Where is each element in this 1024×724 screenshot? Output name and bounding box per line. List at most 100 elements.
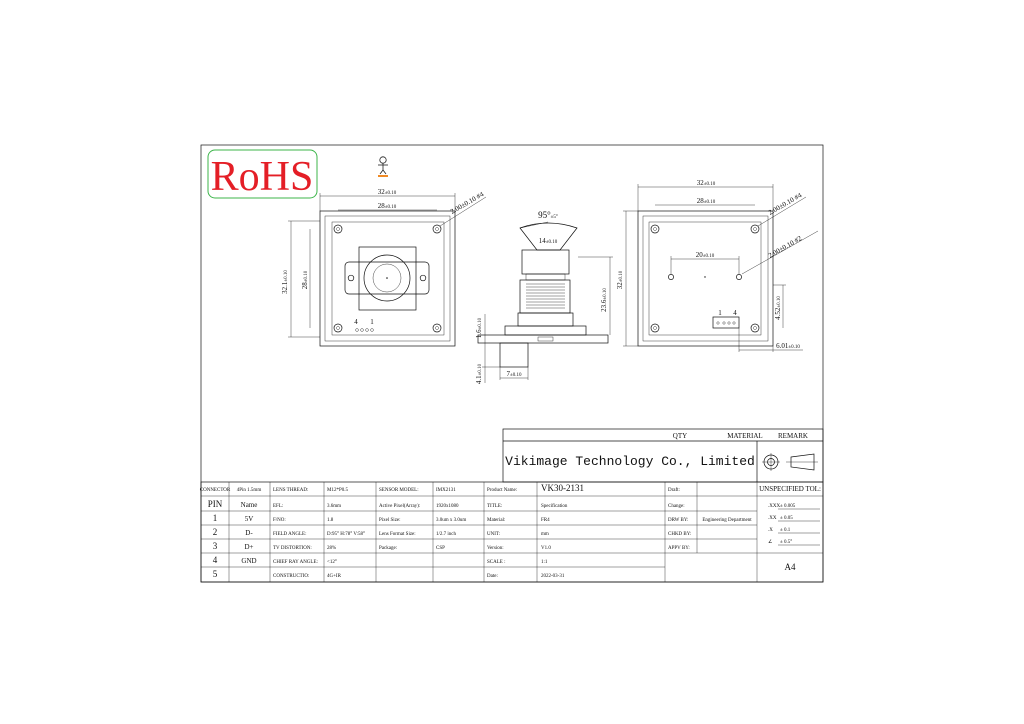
product-spec-label: SCALE :: [487, 560, 505, 565]
product-spec-label: Material:: [487, 518, 505, 523]
product-spec-label: Date:: [487, 574, 498, 579]
material-label: MATERIAL: [727, 432, 762, 440]
mascot-icon: [378, 156, 388, 177]
svg-text:7±0.10: 7±0.10: [507, 370, 522, 378]
pin-number: 5: [213, 569, 218, 579]
product-spec-value: VK30-2131: [541, 483, 584, 493]
lens-spec-label: EFL:: [273, 504, 283, 509]
side-lens-angle: 95°: [538, 210, 551, 220]
side-lens-dia-tol: ±0.10: [546, 240, 558, 245]
approval-label: DRW BY:: [668, 518, 688, 523]
back-hole2-callout: 2.00±0.10 #2: [767, 234, 804, 260]
side-width-tol: ±0.10: [510, 373, 522, 378]
side-view: 95°±5° 14±0.10 23.6±0.10 1.6±0.10 4.1±0.…: [475, 210, 613, 384]
side-height: 23.6: [600, 299, 608, 312]
side-bottom-tol: ±0.10: [478, 363, 483, 375]
side-height-tol: ±0.10: [603, 288, 608, 300]
paper-size: A4: [785, 562, 796, 572]
sensor-spec-label: Pixel Size:: [379, 518, 401, 523]
rohs-text: RoHS: [211, 154, 314, 200]
side-lens-angle-tol: ±5°: [551, 215, 558, 220]
lens-spec-label: F/NO:: [273, 518, 286, 523]
front-inner-tol: ±0.10: [385, 205, 397, 210]
rohs-logo: RoHS: [207, 149, 318, 200]
pin-name: 5V: [245, 515, 254, 523]
tolerance-label: .XX: [768, 516, 777, 521]
svg-text:28±0.10: 28±0.10: [301, 270, 309, 289]
svg-text:20±0.10: 20±0.10: [696, 251, 715, 259]
svg-text:32±0.10: 32±0.10: [378, 188, 397, 196]
product-spec-label: Version:: [487, 546, 504, 551]
product-spec-label: TITLE:: [487, 504, 502, 509]
svg-text:4.52±0.10: 4.52±0.10: [774, 296, 782, 320]
sensor-spec-value: 1/2.7 inch: [436, 532, 456, 537]
company-name: Vikimage Technology Co., Limited: [505, 454, 755, 469]
pin-number: 1: [213, 513, 218, 523]
connector-label: CONNECTOR: [200, 488, 231, 493]
projection-symbol-icon: [762, 453, 818, 471]
tolerance-value: ± 0.005: [780, 504, 796, 509]
lens-spec-label: TV DISTORTION:: [273, 546, 312, 551]
tolerance-label: ∠: [768, 539, 772, 545]
side-bottom: 4.1: [475, 375, 483, 384]
approval-value: Engineering Department: [702, 518, 752, 523]
back-conn-gap-tol: ±0.10: [777, 296, 782, 308]
front-left-inner-tol: ±0.10: [304, 270, 309, 282]
front-left-height: 32.1: [281, 281, 289, 294]
back-left-height: 32: [616, 282, 624, 290]
lens-spec-value: M12*P0.5: [327, 488, 348, 493]
lens-spec-label: LENS THREAD:: [273, 488, 308, 493]
approval-label: CHKD BY:: [668, 532, 691, 537]
back-top-width: 32: [697, 179, 705, 187]
front-pin-label-1: 1: [370, 318, 374, 326]
approval-label: Draft:: [668, 488, 680, 493]
back-pin-label-4: 4: [733, 309, 737, 317]
tolerance-label: .XXX: [768, 504, 780, 509]
back-left-tol: ±0.10: [619, 270, 624, 282]
back-pin-label-1: 1: [718, 309, 722, 317]
pin-number: 2: [213, 527, 218, 537]
front-hole-callout: 2.00±0.10 #4: [449, 190, 486, 216]
product-spec-value: 2022-03-31: [541, 574, 565, 579]
pin-number: 3: [213, 541, 218, 551]
back-top-tol: ±0.10: [704, 182, 716, 187]
back-view: 1 4 32±0.10 28±0.10 2.00±0.10 #4 2.00±0.…: [616, 179, 819, 352]
back-inner-tol: ±0.10: [704, 200, 716, 205]
front-left-tol: ±0.10: [284, 270, 289, 282]
pin-name: D+: [244, 543, 253, 551]
product-spec-value: 1:1: [541, 560, 548, 565]
back-conn-gap: 4.52: [774, 307, 782, 320]
product-spec-value: V1.0: [541, 546, 551, 551]
lens-spec-value: D:95° H:78° V:58°: [327, 532, 365, 537]
sensor-spec-value: CSP: [436, 546, 445, 551]
pin-name: GND: [241, 557, 256, 565]
name-header: Name: [241, 501, 258, 509]
lens-spec-value: 1.8: [327, 518, 334, 523]
sensor-spec-label: Lens Format Size:: [379, 532, 416, 537]
connector-value: 4Pin 1.5mm: [237, 488, 262, 493]
lens-spec-label: CHIEF RAY ANGLE:: [273, 560, 318, 565]
svg-text:32±0.10: 32±0.10: [616, 270, 624, 289]
product-spec-value: Specification: [541, 504, 568, 509]
back-mid-tol: ±0.10: [703, 254, 715, 259]
pin-number: 4: [213, 555, 218, 565]
tolerance-value: ± 0.05: [780, 516, 793, 521]
tolerance-value: ± 0.5°: [780, 540, 792, 545]
svg-text:14±0.10: 14±0.10: [539, 237, 558, 245]
back-hole-callout: 2.00±0.10 #4: [767, 191, 804, 217]
sensor-spec-label: SENSOR MODEL:: [379, 488, 419, 493]
approval-label: Change:: [668, 504, 685, 509]
title-block-header: QTY MATERIAL REMARK Vikimage Technology …: [502, 428, 824, 483]
side-lens-dia: 14: [539, 237, 547, 245]
tolerance-value: ± 0.1: [780, 528, 791, 533]
product-spec-label: Product Name:: [487, 488, 517, 493]
pin-header: PIN: [208, 499, 223, 509]
sensor-spec-label: Package:: [379, 546, 397, 551]
svg-text:28±0.10: 28±0.10: [697, 197, 716, 205]
back-inner-width: 28: [697, 197, 705, 205]
svg-text:6.01±0.10: 6.01±0.10: [776, 342, 800, 350]
lens-spec-label: FIELD ANGLE:: [273, 532, 306, 537]
front-top-width: 32: [378, 188, 386, 196]
lens-spec-value: 28%: [327, 546, 336, 551]
